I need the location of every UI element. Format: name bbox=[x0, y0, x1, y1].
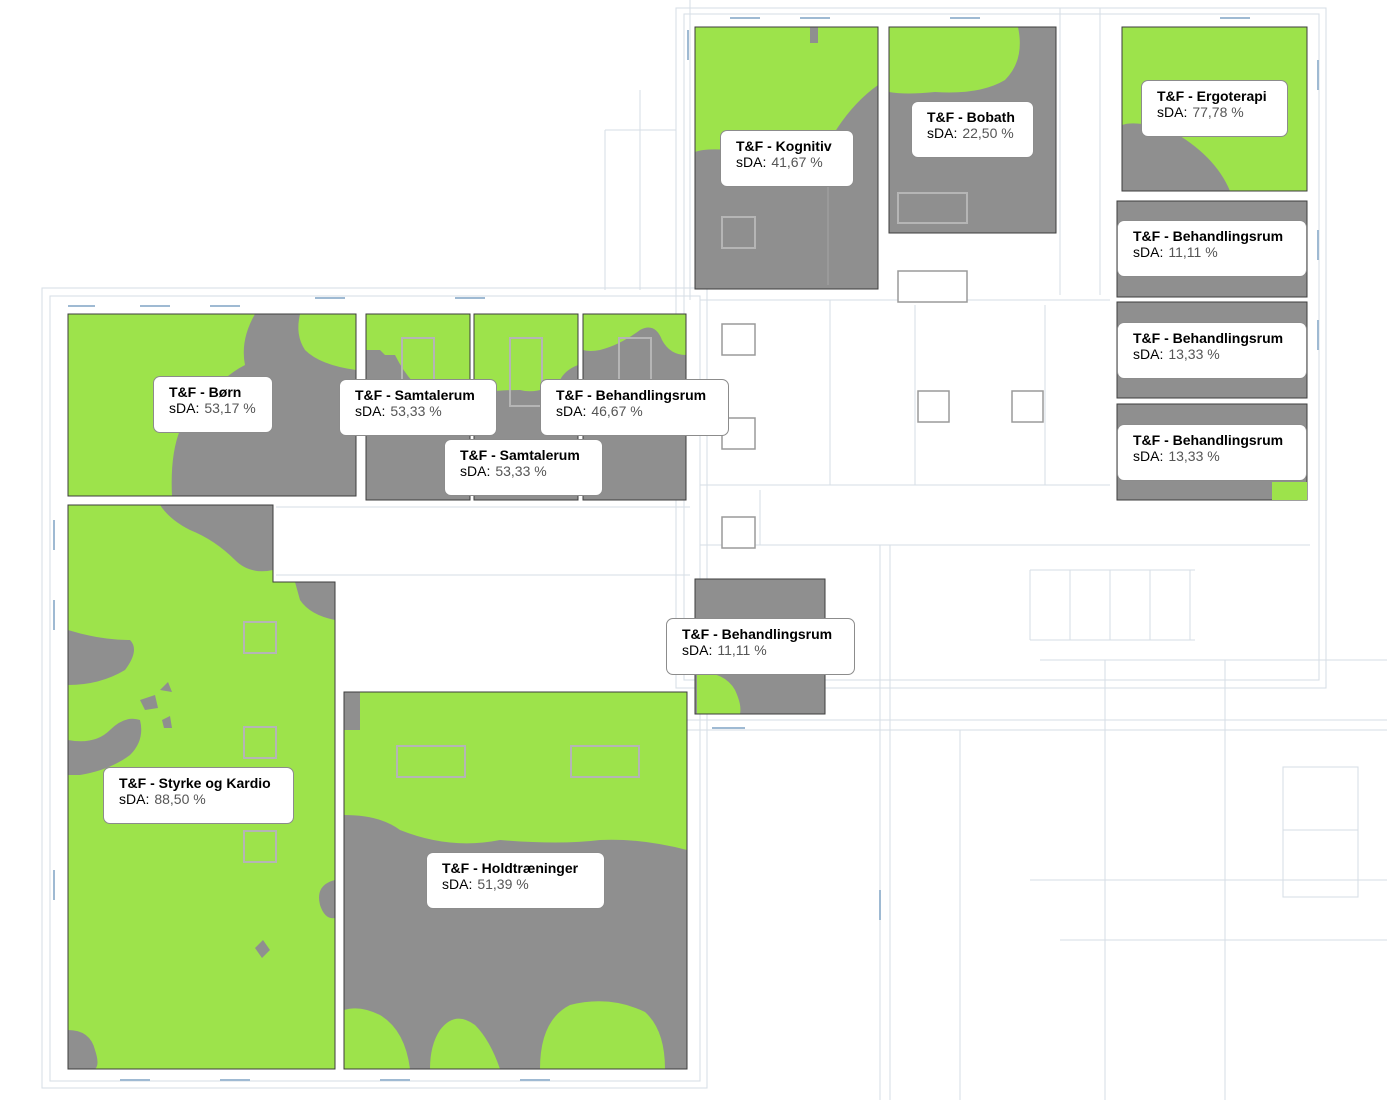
metric-label: sDA: bbox=[736, 154, 767, 170]
metric-label: sDA: bbox=[1133, 244, 1164, 260]
metric-label: sDA: bbox=[556, 403, 587, 419]
sda-value: 51,39 % bbox=[477, 876, 529, 892]
sda-value: 53,33 % bbox=[390, 403, 442, 419]
sda-value: 11,11 % bbox=[717, 642, 767, 658]
room-label-samtalerum-1: T&F - Samtalerum sDA:53,33 % bbox=[339, 379, 497, 436]
metric-label: sDA: bbox=[1133, 346, 1164, 362]
room-name: T&F - Behandlingsrum bbox=[556, 387, 707, 403]
room-name: T&F - Holdtræninger bbox=[442, 860, 579, 876]
room-name: T&F - Bobath bbox=[927, 109, 1015, 125]
metric-label: sDA: bbox=[1133, 448, 1164, 464]
sda-value: 22,50 % bbox=[962, 125, 1014, 141]
metric-label: sDA: bbox=[442, 876, 473, 892]
room-name: T&F - Behandlingsrum bbox=[1133, 330, 1284, 346]
room-label-bobath: T&F - Bobath sDA:22,50 % bbox=[911, 101, 1034, 158]
metric-label: sDA: bbox=[682, 642, 713, 658]
sda-value: 88,50 % bbox=[154, 791, 206, 807]
sda-value: 77,78 % bbox=[1192, 104, 1244, 120]
room-label-behandling-1: T&F - Behandlingsrum sDA:11,11 % bbox=[1117, 220, 1307, 277]
room-label-styrke-kardio: T&F - Styrke og Kardio sDA:88,50 % bbox=[103, 767, 294, 824]
sda-value: 11,11 % bbox=[1168, 244, 1218, 260]
sda-value: 46,67 % bbox=[591, 403, 643, 419]
room-label-holdtraeninger: T&F - Holdtræninger sDA:51,39 % bbox=[426, 852, 605, 909]
room-name: T&F - Samtalerum bbox=[355, 387, 475, 403]
room-label-behandling-4: T&F - Behandlingsrum sDA:46,67 % bbox=[540, 379, 729, 436]
sda-value: 41,67 % bbox=[771, 154, 823, 170]
metric-label: sDA: bbox=[927, 125, 958, 141]
sda-value: 53,17 % bbox=[204, 400, 256, 416]
room-name: T&F - Børn bbox=[169, 384, 242, 400]
room-name: T&F - Ergoterapi bbox=[1157, 88, 1267, 104]
sda-value: 13,33 % bbox=[1168, 448, 1220, 464]
room-name: T&F - Samtalerum bbox=[460, 447, 580, 463]
metric-label: sDA: bbox=[460, 463, 491, 479]
room-name: T&F - Behandlingsrum bbox=[1133, 432, 1284, 448]
room-born bbox=[67, 313, 357, 497]
room-name: T&F - Behandlingsrum bbox=[682, 626, 833, 642]
room-label-ergoterapi: T&F - Ergoterapi sDA:77,78 % bbox=[1141, 80, 1288, 137]
column-marks bbox=[721, 270, 1044, 549]
room-label-behandling-3: T&F - Behandlingsrum sDA:13,33 % bbox=[1117, 424, 1307, 481]
room-label-behandling-5: T&F - Behandlingsrum sDA:11,11 % bbox=[666, 618, 855, 675]
window-marks bbox=[53, 17, 1319, 1081]
room-label-behandling-2: T&F - Behandlingsrum sDA:13,33 % bbox=[1117, 322, 1307, 379]
room-name: T&F - Kognitiv bbox=[736, 138, 832, 154]
metric-label: sDA: bbox=[355, 403, 386, 419]
metric-label: sDA: bbox=[169, 400, 200, 416]
room-name: T&F - Styrke og Kardio bbox=[119, 775, 271, 791]
room-name: T&F - Behandlingsrum bbox=[1133, 228, 1284, 244]
metric-label: sDA: bbox=[119, 791, 150, 807]
sda-value: 13,33 % bbox=[1168, 346, 1220, 362]
room-label-samtalerum-2: T&F - Samtalerum sDA:53,33 % bbox=[444, 439, 603, 496]
room-label-born: T&F - Børn sDA:53,17 % bbox=[153, 376, 273, 433]
sda-value: 53,33 % bbox=[495, 463, 547, 479]
metric-label: sDA: bbox=[1157, 104, 1188, 120]
room-label-kognitiv: T&F - Kognitiv sDA:41,67 % bbox=[720, 130, 854, 187]
